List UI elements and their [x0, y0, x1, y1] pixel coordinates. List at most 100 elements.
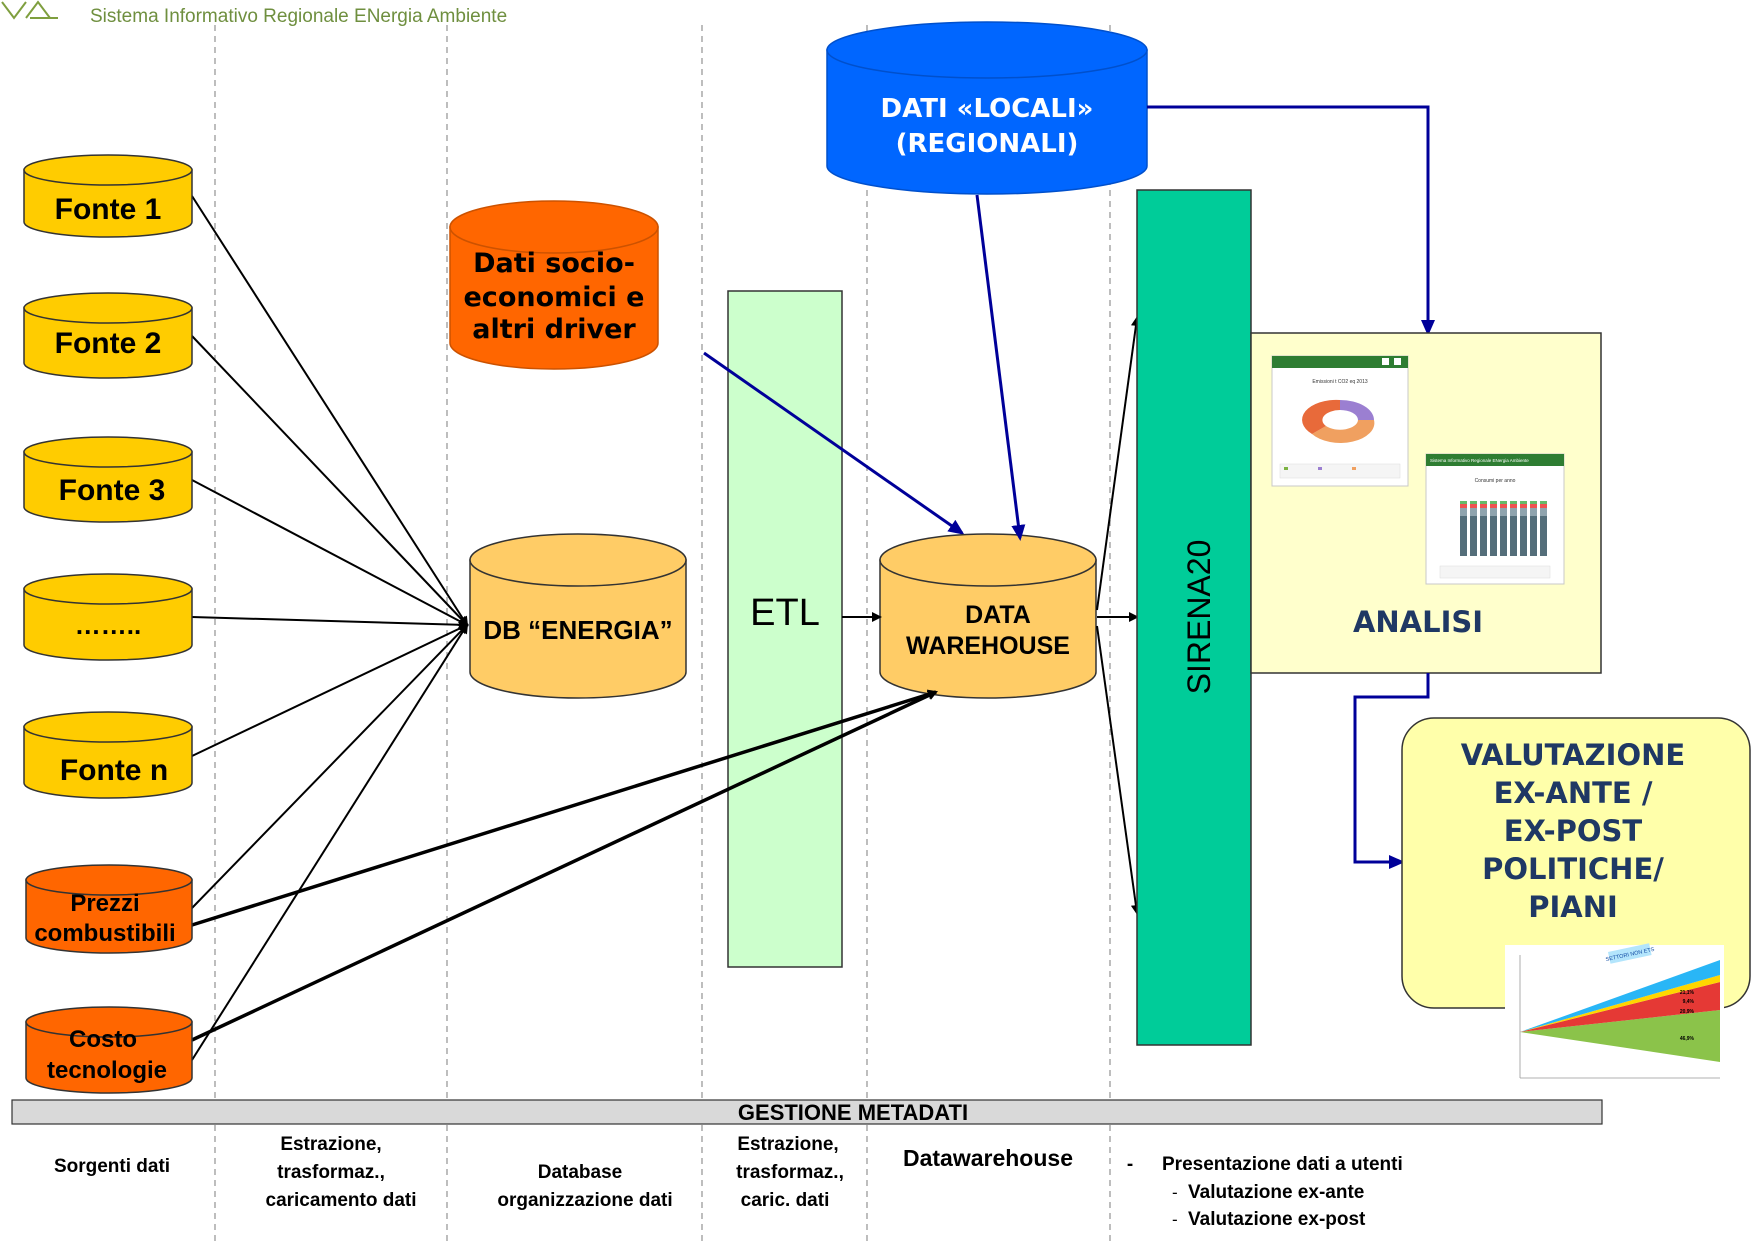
db-energia-cylinder: DB “ENERGIA” [469, 533, 687, 699]
fonte-2-label: Fonte 2 [55, 327, 162, 360]
col-estrazione-1: Estrazione, [280, 1134, 381, 1155]
source-fonte-1: Fonte 1 [23, 154, 193, 238]
locali-to-dwh-arrow [975, 194, 1026, 541]
source-fonte-2: Fonte 2 [23, 292, 193, 379]
thumb2-bar-segment [1460, 516, 1467, 556]
thumb2-bar-segment [1490, 501, 1497, 504]
analisi-label: ANALISI [1353, 605, 1483, 639]
thumb2-bar-segment [1510, 501, 1517, 504]
orange-to-dwh-lines [191, 689, 938, 1042]
thumb2-bar-segment [1480, 501, 1487, 504]
dwh-line2: WAREHOUSE [906, 632, 1070, 660]
dati-locali-line1: DATI «LOCALI» [881, 94, 1094, 124]
mini-chart-value-2: 9,4% [1683, 999, 1695, 1005]
thumb2-bar-segment [1530, 504, 1537, 508]
costo-line1: Costo [69, 1026, 137, 1053]
col-trasformaz-2: trasformaz., [736, 1162, 844, 1183]
valutazione-line1: VALUTAZIONE [1461, 738, 1685, 772]
col-database: Database [538, 1162, 623, 1183]
svg-text:-: - [1172, 1210, 1178, 1229]
thumb1-title: Emissioni t CO2 eq 2013 [1312, 379, 1368, 385]
fonte-1-label: Fonte 1 [55, 193, 162, 226]
dati-socio-line2: economici e [464, 282, 645, 313]
col-ex-ante: Valutazione ex-ante [1188, 1182, 1364, 1203]
thumb2-bar-segment [1490, 516, 1497, 556]
col-estrazione-2: Estrazione, [737, 1134, 838, 1155]
fonte-3-label: Fonte 3 [59, 474, 166, 507]
thumb2-bar-segment [1530, 501, 1537, 504]
column-labels: Sorgenti dati Estrazione, trasformaz., c… [54, 1134, 1403, 1230]
source-fonte-n: Fonte n [23, 711, 193, 799]
source-fonte-dots: …….. [23, 573, 193, 661]
valutazione-line4: POLITICHE/ [1482, 852, 1664, 886]
thumb2-bar-segment [1470, 516, 1477, 556]
sirena20-bar: SIRENA20 [1136, 189, 1252, 1046]
valutazione-line5: PIANI [1528, 890, 1618, 924]
thumb2-bar-segment [1510, 516, 1517, 556]
mini-chart-value-1: 21,1% [1680, 990, 1695, 996]
sirena-label: SIRENA20 [1181, 540, 1217, 695]
svg-text:-: - [1172, 1183, 1178, 1202]
fonte-n-label: Fonte n [60, 754, 168, 787]
etl-box: ETL [727, 290, 843, 968]
thumb2-bar-segment [1500, 504, 1507, 508]
col-trasformaz-1: trasformaz., [277, 1162, 385, 1183]
mini-chart-value-4: 46,9% [1680, 1036, 1695, 1042]
dwh-to-sirena-arrows [1096, 316, 1141, 915]
locali-to-analisi-arrow [1147, 105, 1435, 336]
source-prezzi-combustibili: Prezzi combustibili [25, 864, 193, 954]
thumb2-bar-segment [1500, 501, 1507, 504]
thumb2-bar-segment [1510, 508, 1517, 516]
etl-label: ETL [750, 592, 820, 634]
source-fonte-3: Fonte 3 [23, 436, 193, 523]
dati-socio-line3: altri driver [472, 314, 636, 345]
fonte-dots-label: …….. [75, 610, 141, 640]
col-presentazione: Presentazione dati a utenti [1162, 1154, 1403, 1175]
thumb2-bar-segment [1490, 504, 1497, 508]
thumb2-bar-segment [1480, 508, 1487, 516]
db-energia-label: DB “ENERGIA” [483, 615, 672, 645]
thumb2-bar-segment [1460, 504, 1467, 508]
header-subtitle: Sistema Informativo Regionale ENergia Am… [90, 6, 507, 27]
costo-line2: tecnologie [47, 1057, 167, 1084]
socio-to-dwh-arrow [703, 351, 965, 535]
source-costo-tecnologie: Costo tecnologie [25, 1006, 193, 1094]
thumb2-bar-segment [1510, 504, 1517, 508]
thumb2-bar-segment [1460, 508, 1467, 516]
thumb2-header: Sistema Informativo Regionale ENergia Am… [1430, 458, 1529, 463]
col-datawarehouse: Datawarehouse [903, 1145, 1073, 1171]
dati-locali-cylinder: DATI «LOCALI» (REGIONALI) [826, 21, 1148, 195]
thumb2-bar-segment [1530, 516, 1537, 556]
thumb2-bar-segment [1540, 501, 1547, 504]
thumb2-bar-segment [1480, 516, 1487, 556]
thumb2-bar-segment [1520, 516, 1527, 556]
thumb2-bar-segment [1540, 516, 1547, 556]
thumb2-bar-segment [1530, 508, 1537, 516]
col-caricamento: caricamento dati [266, 1190, 417, 1211]
dwh-line1: DATA [965, 601, 1031, 629]
analisi-thumbnail-bars: Sistema Informativo Regionale ENergia Am… [1425, 453, 1565, 585]
thumb2-bar-segment [1480, 504, 1487, 508]
dati-socio-line1: Dati socio- [473, 248, 635, 279]
scenario-mini-chart: SETTORI NON ETS 21,1% 9,4% 20,9% 46,9% [1505, 943, 1724, 1090]
thumb2-bar-segment [1460, 501, 1467, 504]
header-logo [1, 0, 58, 20]
data-warehouse-cylinder: DATA WAREHOUSE [879, 533, 1097, 699]
thumb2-bar-segment [1500, 516, 1507, 556]
analisi-box: Emissioni t CO2 eq 2013 Sistema Informat… [1250, 332, 1602, 674]
thumb2-bar-segment [1490, 508, 1497, 516]
thumb2-bar-segment [1520, 508, 1527, 516]
col-caric: caric. dati [741, 1190, 830, 1211]
prezzi-line1: Prezzi [70, 890, 139, 917]
thumb2-bar-segment [1540, 504, 1547, 508]
metadata-label: GESTIONE METADATI [738, 1100, 968, 1125]
thumb2-bars [1460, 501, 1547, 556]
column-separators [214, 25, 1111, 1241]
col-organizzazione: organizzazione dati [497, 1190, 672, 1211]
mini-chart-value-3: 20,9% [1680, 1009, 1695, 1015]
metadata-bar: GESTIONE METADATI [11, 1099, 1603, 1125]
prezzi-line2: combustibili [34, 920, 175, 947]
thumb2-bar-segment [1540, 508, 1547, 516]
col-sorgenti: Sorgenti dati [54, 1156, 170, 1177]
